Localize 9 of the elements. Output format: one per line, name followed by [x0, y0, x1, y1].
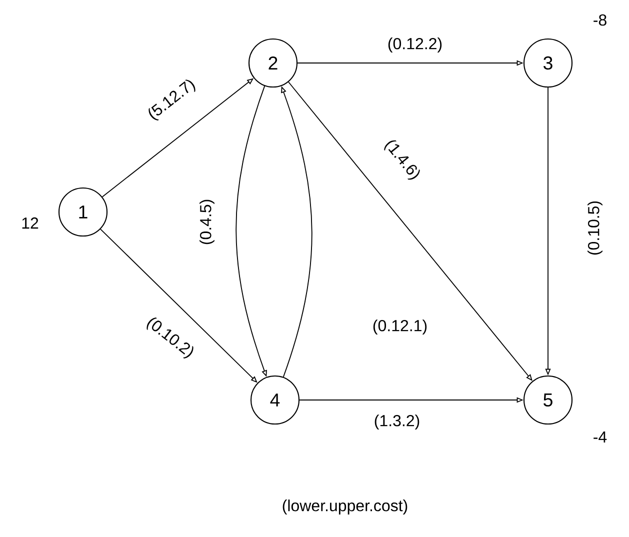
caption-text: (lower.upper.cost) [282, 500, 408, 514]
supply-label: 12 [22, 217, 38, 229]
edge-label: (0.4.5) [198, 198, 216, 246]
edge-label: (0.12.1) [371, 318, 429, 336]
edge-label: (1.3.2) [372, 413, 422, 431]
edge-label: (0.12.2) [386, 36, 444, 54]
supply-label: -4 [594, 432, 607, 442]
supply-label: -8 [594, 14, 606, 26]
edge-label: (0.10.5) [586, 199, 604, 257]
